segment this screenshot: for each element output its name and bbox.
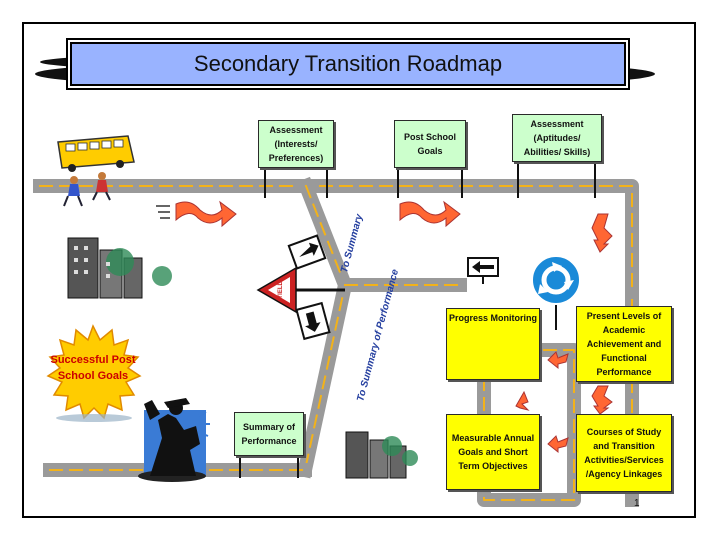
- sign-measurable-goals: Measurable Annual Goals and Short Term O…: [446, 414, 540, 490]
- sign-courses-of-study: Courses of Study and Transition Activiti…: [576, 414, 672, 492]
- running-kids-icon: [63, 172, 111, 207]
- sun-goal-text: Successful Post School Goals: [50, 354, 136, 382]
- school-bus-icon: [57, 135, 135, 172]
- sign-post-school-goals: Post School Goals: [394, 120, 466, 168]
- up-arrow-icon: [515, 390, 530, 411]
- city-buildings-icon: [67, 237, 172, 299]
- road-network: [33, 176, 639, 507]
- yield-sign-text: YIELD: [278, 281, 284, 299]
- sign-posts: [239, 160, 596, 478]
- down-arrow-icon: [591, 385, 613, 415]
- down-arrow-icon: [591, 213, 613, 253]
- page-number: 1: [634, 498, 640, 509]
- motion-arrow-icon: [156, 200, 237, 228]
- sign-summary-of-performance: Summary of Performance: [234, 412, 304, 456]
- motion-arrow-icon: [399, 200, 461, 228]
- sign-assessment-interests: Assessment (Interests/ Preferences): [258, 120, 334, 168]
- city-buildings-icon: [345, 431, 418, 479]
- graduate-silhouette-icon: [138, 398, 210, 482]
- left-arrow-icon: [547, 351, 569, 370]
- roundabout-sign-icon: [531, 255, 581, 330]
- left-arrow-icon: [547, 435, 569, 454]
- sign-assessment-aptitudes: Assessment (Aptitudes/ Abilities/ Skills…: [512, 114, 602, 162]
- yield-sign-icon: YIELD: [256, 266, 345, 314]
- sign-progress-monitoring: Progress Monitoring: [446, 308, 540, 380]
- left-arrow-road-sign-icon: [467, 257, 499, 284]
- page-title: Secondary Transition Roadmap: [70, 42, 626, 86]
- down-arrow-road-sign-icon: [295, 301, 331, 341]
- sign-present-levels: Present Levels of Academic Achievement a…: [576, 306, 672, 382]
- right-arrow-road-sign-icon: [287, 234, 327, 270]
- sun-icon: [46, 324, 142, 422]
